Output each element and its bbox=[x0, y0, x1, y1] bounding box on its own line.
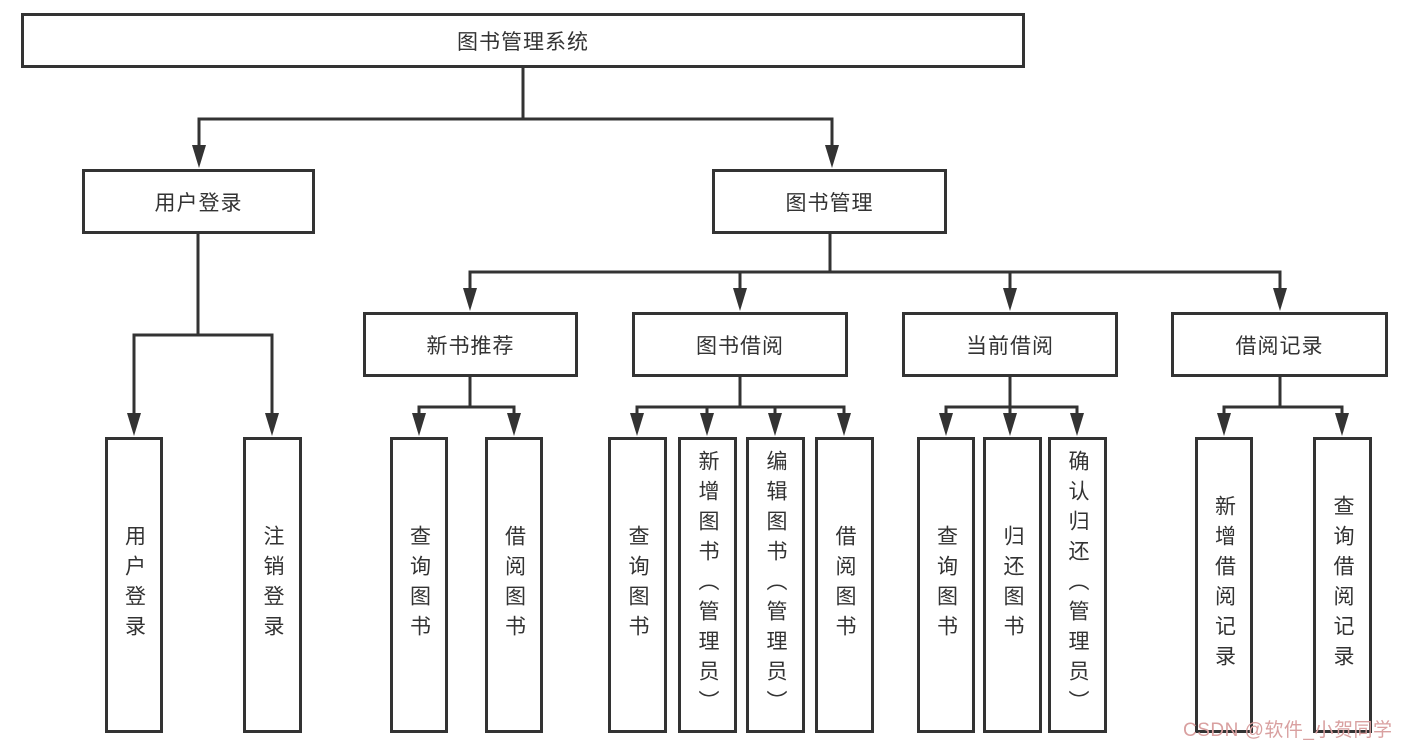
leaf-confirm-return-admin-label: 确认归还（管理员） bbox=[1066, 450, 1089, 720]
leaf-borrow-books-recommend-label: 借阅图书 bbox=[502, 525, 526, 645]
leaf-edit-book-admin-label: 编辑图书（管理员） bbox=[764, 450, 787, 720]
leaf-query-books-recommend-label: 查询图书 bbox=[407, 525, 431, 645]
csdn-watermark: CSDN @软件_小贺同学 bbox=[1183, 720, 1393, 741]
node-current-borrow-label: 当前借阅 bbox=[966, 334, 1054, 358]
leaf-return-books-label: 归还图书 bbox=[1001, 525, 1024, 645]
leaf-add-book-admin-label: 新增图书（管理员） bbox=[696, 450, 719, 720]
node-new-book-recommendation-label: 新书推荐 bbox=[426, 334, 515, 358]
node-book-management: 图书管理 bbox=[712, 169, 947, 234]
leaf-user-login: 用户登录 bbox=[105, 437, 163, 733]
node-root: 图书管理系统 bbox=[21, 13, 1025, 68]
leaf-confirm-return-admin: 确认归还（管理员） bbox=[1048, 437, 1107, 733]
leaf-return-books: 归还图书 bbox=[983, 437, 1042, 733]
node-book-borrow: 图书借阅 bbox=[632, 312, 848, 377]
leaf-query-books-recommend: 查询图书 bbox=[390, 437, 448, 733]
node-current-borrow: 当前借阅 bbox=[902, 312, 1118, 377]
leaf-borrow-books-recommend: 借阅图书 bbox=[485, 437, 543, 733]
leaf-edit-book-admin: 编辑图书（管理员） bbox=[746, 437, 805, 733]
leaf-borrow-books-label: 借阅图书 bbox=[833, 525, 856, 645]
leaf-query-borrow-record: 查询借阅记录 bbox=[1313, 437, 1372, 733]
node-root-label: 图书管理系统 bbox=[457, 30, 589, 54]
leaf-logout: 注销登录 bbox=[243, 437, 302, 733]
arrowheads bbox=[127, 145, 1349, 436]
node-user-login-label: 用户登录 bbox=[154, 191, 243, 215]
leaf-borrow-books: 借阅图书 bbox=[815, 437, 874, 733]
node-borrow-records: 借阅记录 bbox=[1171, 312, 1388, 377]
leaf-logout-label: 注销登录 bbox=[261, 525, 284, 645]
leaf-query-borrow-record-label: 查询借阅记录 bbox=[1331, 495, 1354, 675]
leaf-add-book-admin: 新增图书（管理员） bbox=[678, 437, 737, 733]
leaf-add-borrow-record-label: 新增借阅记录 bbox=[1212, 495, 1236, 675]
node-borrow-records-label: 借阅记录 bbox=[1235, 334, 1324, 358]
leaf-add-borrow-record: 新增借阅记录 bbox=[1195, 437, 1253, 733]
leaf-query-books-current: 查询图书 bbox=[917, 437, 975, 733]
node-book-management-label: 图书管理 bbox=[785, 191, 874, 215]
leaf-query-books-current-label: 查询图书 bbox=[934, 525, 958, 645]
leaf-query-books-borrow: 查询图书 bbox=[608, 437, 667, 733]
leaf-query-books-borrow-label: 查询图书 bbox=[626, 525, 649, 645]
leaf-user-login-label: 用户登录 bbox=[122, 525, 146, 645]
node-new-book-recommendation: 新书推荐 bbox=[363, 312, 578, 377]
node-user-login: 用户登录 bbox=[82, 169, 315, 234]
node-book-borrow-label: 图书借阅 bbox=[696, 334, 784, 358]
